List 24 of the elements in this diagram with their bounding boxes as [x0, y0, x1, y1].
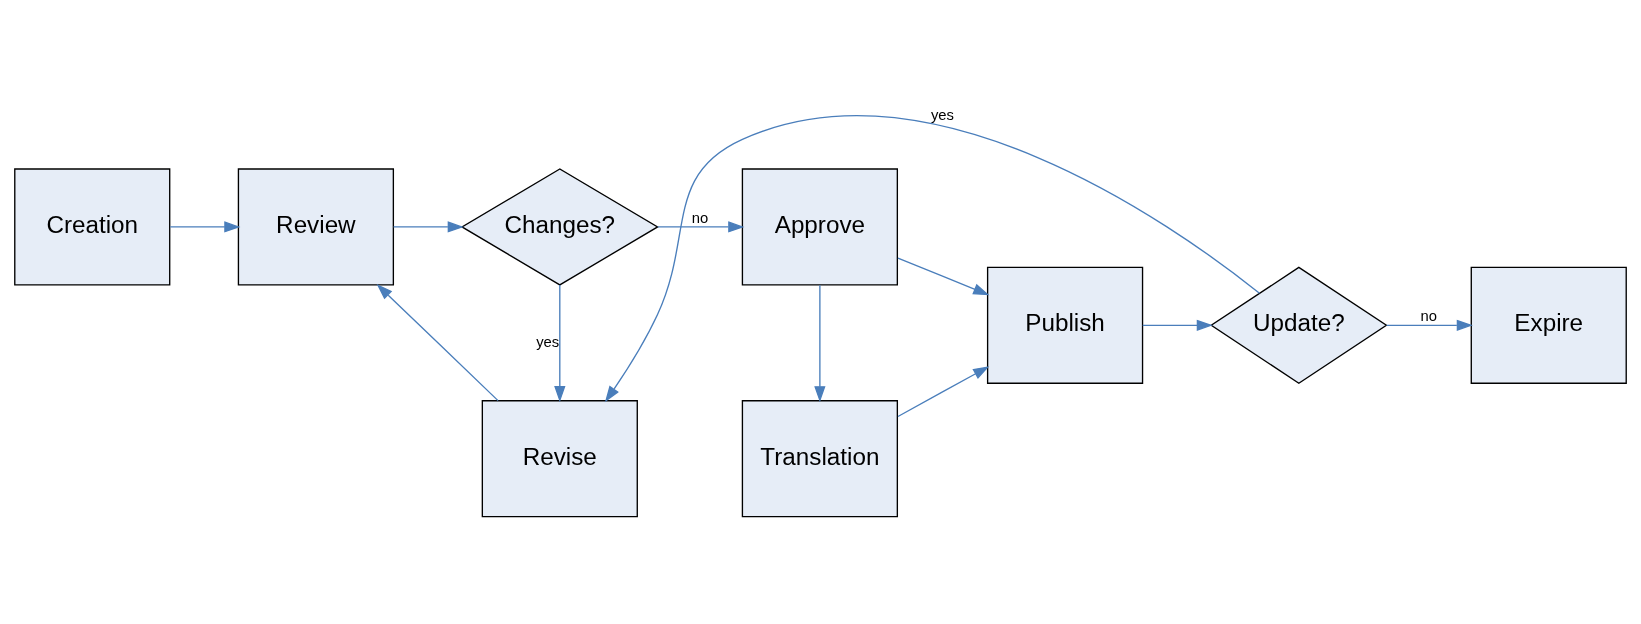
node-box: Expire [1470, 266, 1627, 384]
edge-label: yes [536, 333, 560, 350]
node-diamond: Update? [1210, 266, 1388, 384]
node-box: Creation [14, 167, 171, 286]
arrow [897, 256, 990, 295]
node-box: Approve [741, 167, 899, 286]
node-diamond: Changes? [460, 167, 659, 286]
arrow [897, 365, 990, 417]
arrow [604, 115, 1261, 402]
node-box: Translation [741, 399, 899, 517]
arrow [554, 283, 566, 402]
arrow [1385, 319, 1473, 331]
node-box: Review [237, 167, 395, 286]
arrow [169, 220, 241, 233]
arrow [392, 220, 464, 233]
arrow [814, 284, 826, 402]
arrow [657, 220, 745, 233]
node-box: Revise [481, 399, 638, 517]
edge-label: yes [930, 106, 954, 123]
edge-label: no [1420, 307, 1438, 324]
arrow [1142, 319, 1213, 331]
node-box: Publish [986, 266, 1144, 384]
edge-label: no [691, 209, 709, 226]
arrow [376, 283, 499, 401]
